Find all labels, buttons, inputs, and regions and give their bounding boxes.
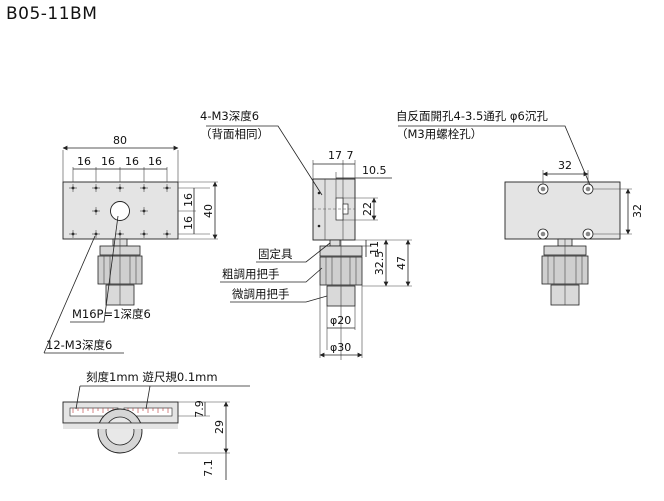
label-center-hole: M16P=1深度6 (72, 307, 151, 321)
label-back-holes-note: （M3用螺栓孔） (396, 127, 482, 141)
dim-11: 11 (368, 241, 381, 255)
dim-pitch-2: 16 (101, 155, 115, 168)
label-top-holes: 12-M3深度6 (46, 338, 112, 352)
label-coarse-knob: 粗調用把手 (222, 267, 280, 281)
label-scale: 刻度1mm 遊尺規0.1mm (86, 370, 218, 384)
dim-47: 47 (395, 256, 408, 270)
dim-v16b: 16 (182, 216, 195, 230)
dim-pitch-3: 16 (125, 155, 139, 168)
dim-17: 17 (328, 149, 342, 162)
label-fine-knob: 微調用把手 (232, 287, 290, 301)
dim-7-1: 7.1 (202, 459, 215, 477)
product-title: B05-11BM (6, 4, 98, 24)
dim-v16a: 16 (182, 193, 195, 207)
dim-pitch-4: 16 (148, 155, 162, 168)
label-rear-holes-note: （背面相同） (200, 127, 269, 141)
side-view: 17 7 10.5 22 11 32.5 47 φ20 φ30 4-M3深度6 … (200, 109, 412, 360)
top-view: 刻度1mm 遊尺規0.1mm 7.9 29 7.1 (62, 370, 250, 480)
dim-phi30: φ30 (330, 341, 351, 354)
dim-height40: 40 (202, 204, 215, 218)
dim-32-5: 32.5 (373, 251, 386, 276)
label-back-holes: 自反面開孔4-3.5通孔 φ6沉孔 (396, 109, 548, 123)
dim-phi20: φ20 (330, 314, 351, 327)
label-rear-holes: 4-M3深度6 (200, 109, 259, 123)
dim-width: 80 (113, 134, 127, 147)
dim-22: 22 (361, 202, 374, 216)
stage-body-side (312, 178, 356, 241)
stage-body-back (504, 181, 621, 240)
center-boss (110, 201, 130, 221)
dim-back-32h: 32 (631, 204, 644, 218)
dim-pitch-1: 16 (77, 155, 91, 168)
label-lock: 固定具 (258, 247, 293, 261)
counterbore-holes (537, 183, 594, 240)
back-view: 32 32 自反面開孔4-3.5通孔 φ6沉孔 （M3用螺栓孔） (396, 109, 644, 306)
dim-7: 7 (347, 149, 354, 162)
dim-7-9: 7.9 (193, 400, 206, 418)
front-view: 80 16 16 16 16 16 16 40 M16P=1深度6 12-M3深… (43, 134, 218, 354)
dim-10-5: 10.5 (362, 164, 387, 177)
dim-back-32w: 32 (558, 159, 572, 172)
dim-29: 29 (213, 420, 226, 434)
